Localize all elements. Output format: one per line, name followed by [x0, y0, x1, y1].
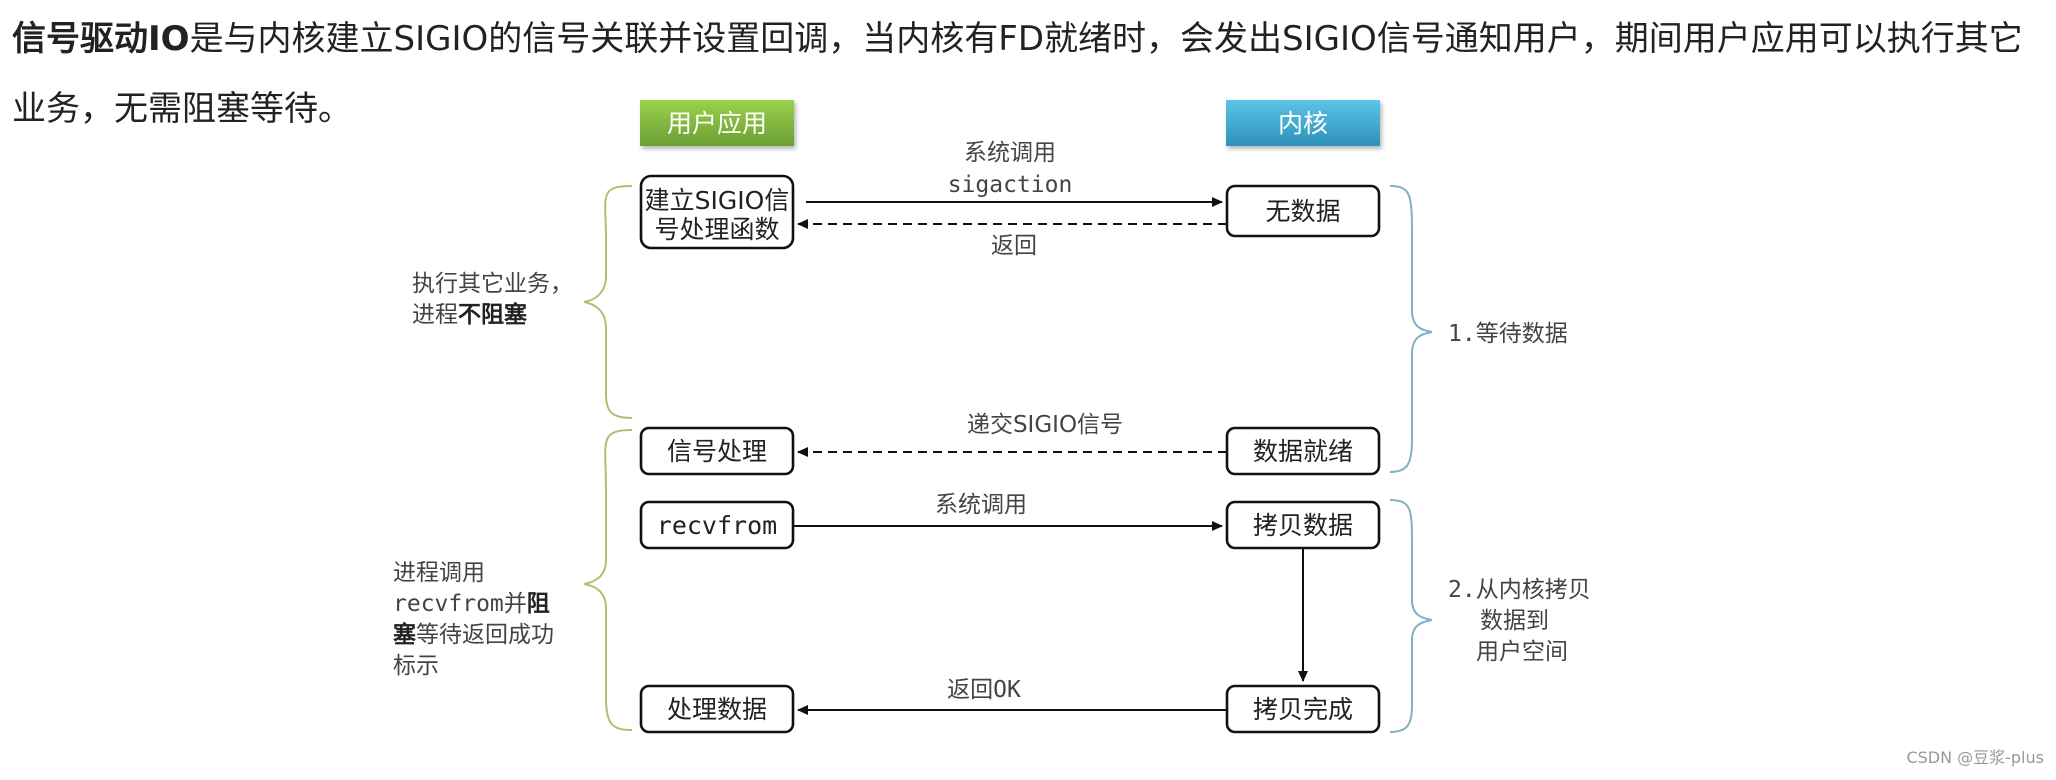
- intro-paragraph: 信号驱动IO是与内核建立SIGIO的信号关联并设置回调，当内核有FD就绪时，会发…: [12, 4, 2042, 144]
- signal-handling-box: 信号处理: [639, 426, 795, 476]
- copy-done-box: 拷贝完成: [1225, 684, 1381, 734]
- sigaction-label: sigaction: [948, 172, 1073, 198]
- left-note-bottom-line3: 塞等待返回成功: [393, 621, 554, 648]
- return-label: 返回: [991, 233, 1037, 259]
- right-note-wait: 1.等待数据: [1448, 321, 1568, 347]
- svg-text:拷贝完成: 拷贝完成: [1253, 695, 1353, 724]
- svg-text:信号处理: 信号处理: [667, 437, 767, 466]
- return-ok-label: 返回OK: [947, 677, 1021, 703]
- process-data-box: 处理数据: [639, 684, 795, 734]
- user-app-header: 用户应用: [640, 100, 794, 146]
- recvfrom-syscall-label: 系统调用: [935, 492, 1027, 518]
- recvfrom-box: recvfrom: [639, 500, 795, 550]
- sigaction-syscall-label: 系统调用: [964, 140, 1056, 166]
- svg-text:数据就绪: 数据就绪: [1253, 437, 1353, 466]
- right-note-copy-line2: 数据到: [1480, 608, 1549, 634]
- right-brace-wait: [1389, 185, 1433, 473]
- svg-text:号处理函数: 号处理函数: [654, 215, 779, 244]
- left-note-bottom-line1: 进程调用: [393, 560, 485, 586]
- right-brace-copy: [1389, 499, 1433, 733]
- svg-text:recvfrom: recvfrom: [657, 511, 777, 540]
- copy-data-box: 拷贝数据: [1225, 500, 1381, 550]
- svg-text:建立SIGIO信: 建立SIGIO信: [645, 186, 790, 215]
- setup-sigio-handler-box: 建立SIGIO信 号处理函数: [639, 174, 795, 250]
- svg-text:用户应用: 用户应用: [667, 109, 767, 138]
- left-note-top-line1: 执行其它业务，: [412, 271, 573, 297]
- left-note-bottom-line4: 标示: [393, 653, 439, 679]
- svg-text:内核: 内核: [1278, 109, 1328, 138]
- left-note-bottom-line2: recvfrom并阻: [393, 591, 550, 617]
- left-brace-bottom: [583, 429, 633, 731]
- intro-bold: 信号驱动IO: [12, 19, 190, 59]
- data-ready-box: 数据就绪: [1225, 426, 1381, 476]
- left-brace-top: [583, 185, 633, 419]
- left-note-top-line2: 进程不阻塞: [412, 301, 527, 328]
- kernel-header: 内核: [1226, 100, 1380, 146]
- no-data-box: 无数据: [1225, 184, 1381, 238]
- watermark: CSDN @豆浆-plus: [1906, 748, 2044, 767]
- right-note-copy-line3: 用户空间: [1476, 639, 1568, 665]
- svg-text:拷贝数据: 拷贝数据: [1253, 511, 1353, 540]
- deliver-sigio-label: 递交SIGIO信号: [967, 412, 1123, 438]
- right-note-copy-line1: 2.从内核拷贝: [1448, 577, 1591, 603]
- intro-text: 是与内核建立SIGIO的信号关联并设置回调，当内核有FD就绪时，会发出SIGIO…: [12, 19, 2023, 129]
- svg-text:处理数据: 处理数据: [667, 695, 767, 724]
- svg-text:无数据: 无数据: [1265, 197, 1340, 226]
